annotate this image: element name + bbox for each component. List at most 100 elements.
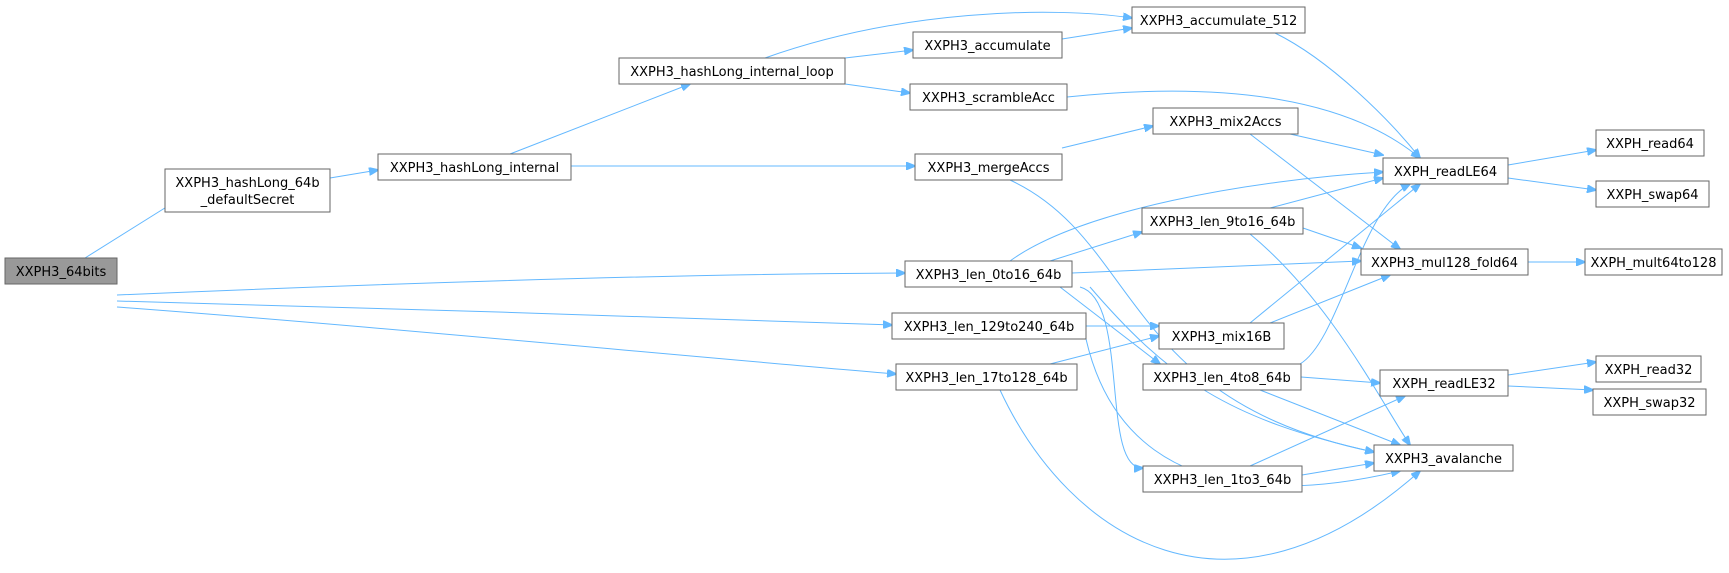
edge-n6-to-n9 <box>1066 90 1420 158</box>
node-box <box>164 168 331 213</box>
node-xxph3-64bits[interactable]: XXPH3_64bits <box>4 257 118 285</box>
edge-n19-to-n9 <box>1299 184 1410 365</box>
node-label: XXPH_read64 <box>1606 137 1694 152</box>
edge-line <box>1061 28 1132 40</box>
node-xxph3-hashlong-internal-loop[interactable]: XXPH3_hashLong_internal_loop <box>618 57 846 85</box>
edge-n24-to-n23 <box>1301 463 1374 476</box>
node-xxph3-accumulate[interactable]: XXPH3_accumulate <box>912 31 1063 59</box>
edge-line <box>1249 133 1400 249</box>
node-xxph3-len-1to3-64b[interactable]: XXPH3_len_1to3_64b <box>1142 465 1303 493</box>
node-xxph3-mix2accs[interactable]: XXPH3_mix2Accs <box>1152 107 1299 135</box>
node-box <box>377 153 572 181</box>
edge-n3-to-n6 <box>844 83 910 93</box>
edge-n18-to-n17 <box>1049 336 1159 365</box>
node-xxph3-avalanche[interactable]: XXPH3_avalanche <box>1373 444 1514 472</box>
node-label: XXPH3_hashLong_64b <box>175 176 319 191</box>
node-xxph-mult64to128[interactable]: XXPH_mult64to128 <box>1584 248 1723 276</box>
node-box <box>895 363 1078 391</box>
edge-line <box>1249 233 1410 445</box>
edge-line <box>1507 150 1596 166</box>
edge-line <box>1049 232 1142 262</box>
edge-line <box>1269 178 1383 209</box>
edge-n0-to-n13 <box>116 273 905 296</box>
node-xxph3-len-129to240-64b[interactable]: XXPH3_len_129to240_64b <box>891 312 1087 340</box>
edge-line <box>1507 385 1593 390</box>
node-label: _defaultSecret <box>200 193 295 208</box>
node-xxph3-accumulate-512[interactable]: XXPH3_accumulate_512 <box>1131 6 1306 34</box>
node-xxph-swap32[interactable]: XXPH_swap32 <box>1592 388 1707 416</box>
edge-line <box>1009 172 1383 262</box>
node-box <box>1142 363 1302 391</box>
edge-line <box>1049 336 1159 365</box>
node-box <box>1142 465 1303 493</box>
edges-layer <box>84 11 1596 560</box>
edge-line <box>1259 389 1400 445</box>
node-label: XXPH_readLE64 <box>1394 165 1497 180</box>
edge-n24-to-n20 <box>1249 396 1405 467</box>
node-box <box>618 57 846 85</box>
node-xxph3-mix16b[interactable]: XXPH3_mix16B <box>1158 322 1285 350</box>
edge-n18-to-n23 <box>999 389 1420 560</box>
node-label: XXPH3_len_1to3_64b <box>1154 473 1291 488</box>
node-xxph3-mergeaccs[interactable]: XXPH3_mergeAccs <box>914 153 1063 181</box>
edge-n9-to-n10 <box>1507 150 1596 166</box>
edge-line <box>844 50 913 59</box>
node-xxph-swap64[interactable]: XXPH_swap64 <box>1595 180 1710 208</box>
node-xxph3-len-0to16-64b[interactable]: XXPH3_len_0to16_64b <box>904 260 1073 288</box>
node-label: XXPH_read32 <box>1605 363 1693 378</box>
edge-line <box>1085 338 1400 487</box>
edge-n20-to-n22 <box>1507 385 1593 390</box>
edge-n13-to-n12 <box>1049 232 1142 262</box>
node-box <box>909 83 1068 111</box>
node-label: XXPH3_len_0to16_64b <box>916 268 1062 283</box>
node-box <box>1373 444 1514 472</box>
edge-n16-to-n23 <box>1085 338 1400 487</box>
node-label: XXPH_readLE32 <box>1392 377 1495 392</box>
edge-line <box>844 83 910 93</box>
node-xxph3-hashlong-64b-defaultsecret[interactable]: XXPH3_hashLong_64b _defaultSecret <box>164 168 331 213</box>
edge-n5-to-n9 <box>1274 32 1420 158</box>
edge-line <box>116 306 896 374</box>
node-xxph3-len-4to8-64b[interactable]: XXPH3_len_4to8_64b <box>1142 363 1302 391</box>
node-xxph3-len-9to16-64b[interactable]: XXPH3_len_9to16_64b <box>1141 207 1304 235</box>
edge-n12-to-n9 <box>1269 178 1383 209</box>
edge-n13-to-n23 <box>1089 286 1374 452</box>
edge-n7-to-n14 <box>1249 133 1400 249</box>
nodes-layer: XXPH3_64bits XXPH3_hashLong_64b _defaultSe… <box>4 6 1723 493</box>
node-box <box>912 31 1063 59</box>
edge-n7-to-n9 <box>1289 133 1383 155</box>
node-label: XXPH_mult64to128 <box>1591 256 1717 271</box>
edge-n17-to-n14 <box>1269 275 1390 324</box>
edge-line <box>1507 362 1596 376</box>
edge-n19-to-n20 <box>1300 376 1380 383</box>
node-box <box>1382 157 1509 185</box>
node-xxph3-mul128-fold64[interactable]: XXPH3_mul128_fold64 <box>1360 248 1529 276</box>
edge-n13-to-n14 <box>1071 261 1361 274</box>
node-xxph3-len-17to128-64b[interactable]: XXPH3_len_17to128_64b <box>895 363 1078 391</box>
node-box <box>1595 129 1705 157</box>
edge-n13-to-n9 <box>1009 172 1383 262</box>
node-xxph-readle64[interactable]: XXPH_readLE64 <box>1382 157 1509 185</box>
edge-n0-to-n16 <box>116 300 892 325</box>
edge-line <box>116 300 892 325</box>
node-box <box>1131 6 1306 34</box>
node-xxph-read64[interactable]: XXPH_read64 <box>1595 129 1705 157</box>
node-xxph3-scrambleacc[interactable]: XXPH3_scrambleAcc <box>909 83 1068 111</box>
edge-line <box>509 84 690 155</box>
edge-line <box>1269 275 1390 324</box>
edge-n17-to-n9 <box>1249 184 1420 324</box>
edge-n19-to-n23 <box>1259 389 1400 445</box>
node-box <box>904 260 1073 288</box>
node-xxph3-hashlong-internal[interactable]: XXPH3_hashLong_internal <box>377 153 572 181</box>
node-label: XXPH3_scrambleAcc <box>922 91 1055 106</box>
edge-line <box>1009 179 1374 452</box>
node-box <box>4 257 118 285</box>
node-xxph-readle32[interactable]: XXPH_readLE32 <box>1379 369 1509 397</box>
node-xxph-read32[interactable]: XXPH_read32 <box>1595 355 1702 383</box>
edge-line <box>1507 177 1596 190</box>
edge-line <box>764 11 1132 59</box>
node-box <box>891 312 1087 340</box>
node-box <box>1595 355 1702 383</box>
edge-n1-to-n2 <box>329 170 378 179</box>
